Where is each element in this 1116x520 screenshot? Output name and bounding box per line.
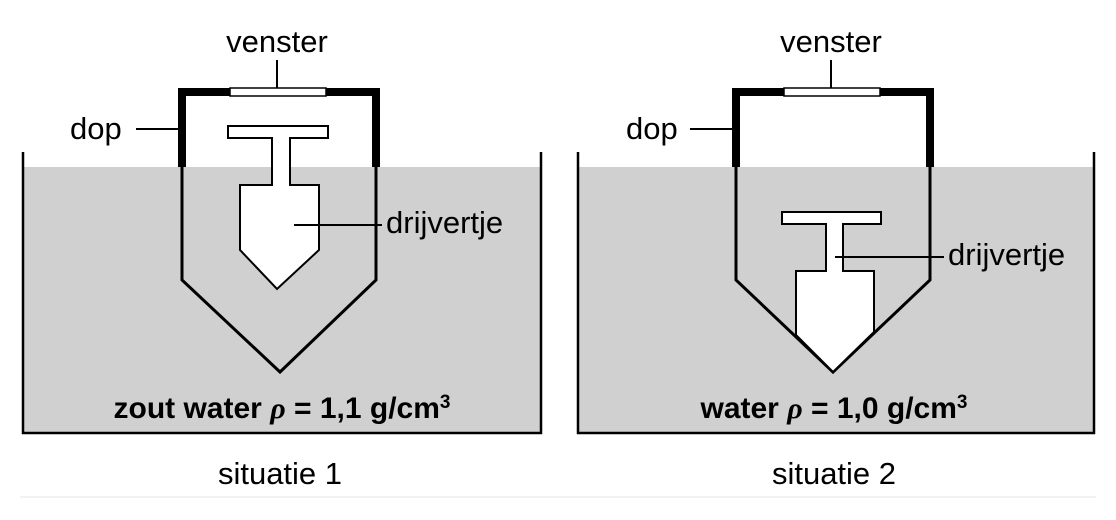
floater-1 [227,125,329,291]
window-1 [229,87,327,97]
water-label-2: water ρ = 1,0 g/cm3 [699,392,967,425]
label-dop-1: dop [70,111,122,146]
water-label-1: zout water ρ = 1,1 g/cm3 [114,392,451,425]
floater-2 [781,211,882,374]
window-2 [783,87,881,97]
label-dop-2: dop [626,111,678,146]
label-drijvertje-1: drijvertje [386,205,503,240]
caption-situatie-1: situatie 1 [218,456,342,491]
caption-situatie-2: situatie 2 [772,456,896,491]
container-1-walls [21,152,543,435]
label-venster-2: venster [780,24,882,59]
label-venster-1: venster [226,24,328,59]
tube-2-air [736,92,930,167]
container-2-walls [576,152,1096,435]
situation-1-panel: venster dop drijvertje zout water ρ = 1,… [21,24,543,491]
situation-2-panel: venster dop drijvertje water ρ = 1,0 g/c… [576,24,1096,491]
tube-1-body [180,167,378,375]
label-drijvertje-2: drijvertje [948,237,1065,272]
